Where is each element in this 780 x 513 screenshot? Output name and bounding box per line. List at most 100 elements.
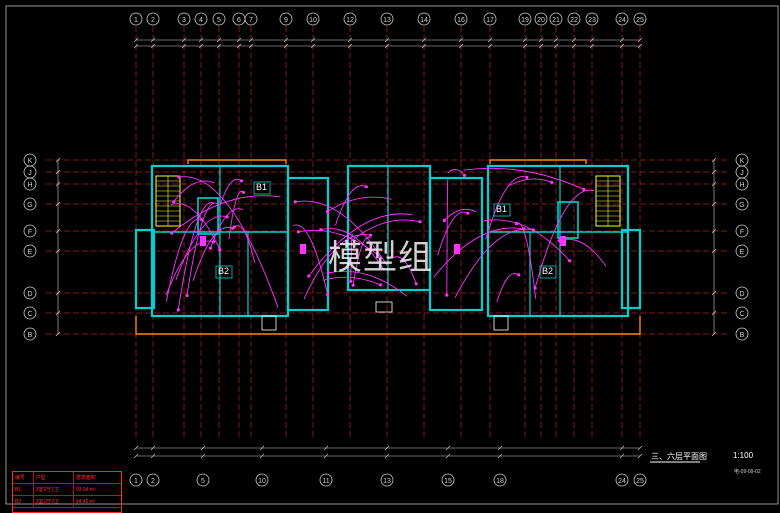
axis-bubble-top: 13 (380, 12, 394, 26)
table-row: B2 3室2厅2卫 94.45 m² (13, 496, 121, 508)
table-cell: 建筑面积 (73, 472, 121, 484)
axis-bubble-top: 22 (567, 12, 581, 26)
svg-text:3: 3 (182, 17, 186, 24)
svg-text:15: 15 (444, 478, 452, 485)
svg-text:C: C (739, 311, 744, 318)
table-row: 编号 户型 建筑面积 (13, 472, 121, 484)
table-cell: B1 (13, 484, 34, 496)
svg-text:B: B (740, 332, 745, 339)
wire-run (298, 229, 384, 260)
axis-bubble-right: E (735, 244, 749, 258)
svg-text:11: 11 (322, 478, 329, 485)
axis-bubble-left: C (23, 306, 37, 320)
axis-bubble-left: B (23, 327, 37, 341)
dimension-lines (55, 37, 717, 459)
svg-text:13: 13 (383, 478, 391, 485)
wire-run (192, 226, 233, 282)
axis-bubble-top: 14 (417, 12, 431, 26)
outlet-symbol (208, 246, 213, 250)
elevator-west (197, 197, 219, 235)
axis-bubble-right: K (735, 153, 749, 167)
svg-text:5: 5 (217, 17, 221, 24)
axis-bubble-bottom: 24 (615, 473, 629, 487)
wire-run (175, 215, 228, 280)
outlet-symbol (414, 282, 418, 286)
outlet-symbol (445, 293, 449, 297)
axis-bubble-top: 9 (279, 12, 293, 26)
wire-run (327, 196, 392, 212)
drawing-frame (5, 5, 779, 505)
axis-bubble-top: 10 (306, 12, 320, 26)
wall-west-core (286, 176, 330, 312)
svg-text:24: 24 (618, 478, 626, 485)
axis-bubble-left: K (23, 153, 37, 167)
wire-run (558, 238, 607, 267)
unit-tag-box-3 (493, 203, 511, 217)
svg-text:D: D (27, 291, 32, 298)
svg-text:20: 20 (537, 17, 545, 24)
wire-run (170, 203, 221, 250)
drawing-title: 三、六层平面图 (651, 452, 707, 461)
svg-text:2: 2 (151, 17, 155, 24)
wire-run (483, 219, 571, 262)
unit-label-b1-east: B1 (496, 204, 508, 214)
stair-treads (156, 176, 620, 226)
axis-bubble-top: 20 (534, 12, 548, 26)
outlet-symbol (368, 233, 373, 237)
unit-tags (215, 181, 557, 279)
svg-text:C: C (27, 311, 32, 318)
axis-bubble-left: E (23, 244, 37, 258)
title-underline (650, 461, 700, 463)
outlet-symbol (326, 293, 330, 297)
wire-run (446, 178, 449, 296)
outlet-symbol (582, 187, 586, 191)
wire-run (433, 227, 524, 278)
axis-bubble-bottom: 5 (196, 473, 210, 487)
svg-text:G: G (739, 202, 744, 209)
table-cell: B2 (13, 496, 34, 508)
axis-bubble-right: J (735, 165, 749, 179)
axis-bubble-right: F (735, 224, 749, 238)
wire-run (178, 176, 279, 308)
axis-bubble-left: J (23, 165, 37, 179)
svg-text:23: 23 (588, 17, 596, 24)
wire-run (171, 195, 281, 234)
wire-run (454, 228, 534, 298)
outlet-symbol (296, 230, 300, 234)
table-cell: 编号 (13, 472, 34, 484)
wall-east-core (428, 176, 484, 312)
distribution-panel (300, 244, 306, 254)
outlet-symbol (239, 179, 244, 183)
table-cell: 93.94 m² (73, 484, 121, 496)
wire-run (295, 200, 388, 266)
balconies (135, 159, 641, 335)
wall-east-unit-a (486, 164, 630, 318)
wire-run (437, 211, 469, 256)
axis-bubble-top: 16 (454, 12, 468, 26)
outlet-symbol (172, 200, 176, 204)
outlet-symbol (378, 283, 383, 287)
svg-text:25: 25 (636, 17, 644, 24)
svg-text:F: F (28, 229, 32, 236)
outlet-symbol (241, 190, 245, 194)
svg-text:22: 22 (570, 17, 578, 24)
axis-bubble-top: 3 (177, 12, 191, 26)
wire-run (308, 213, 413, 277)
wire-run (322, 276, 381, 286)
wire-run (443, 208, 477, 221)
axis-bubble-top: 12 (343, 12, 357, 26)
svg-text:18: 18 (496, 478, 504, 485)
table-cell: 94.45 m² (73, 496, 121, 508)
wire-run (350, 219, 421, 242)
axis-bubble-top: 23 (585, 12, 599, 26)
svg-text:5: 5 (201, 478, 205, 485)
wire-run (485, 176, 528, 240)
axis-bubble-left: H (23, 177, 37, 191)
axis-bubble-bottom: 1 (129, 473, 143, 487)
svg-text:H: H (27, 182, 32, 189)
wall-west-wing (134, 228, 156, 310)
outlet-symbol (170, 231, 174, 235)
outlet-symbol (326, 271, 330, 275)
building-walls (134, 164, 642, 318)
